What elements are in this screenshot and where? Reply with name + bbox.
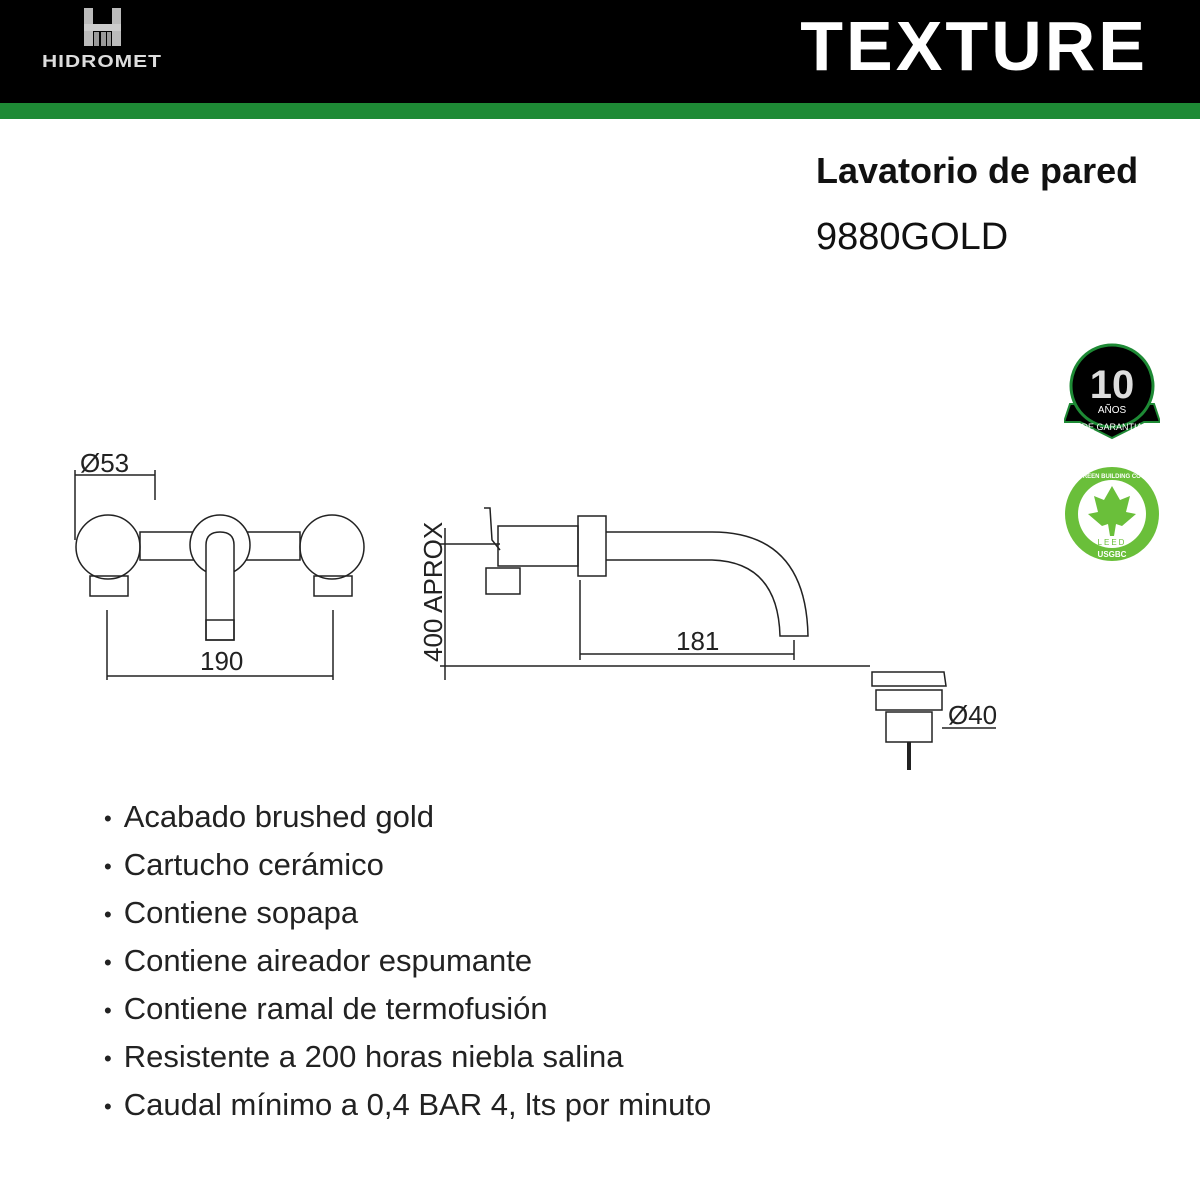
svg-text:USGBC: USGBC <box>1098 550 1127 559</box>
hidromet-logo: HIDROMET <box>14 8 190 74</box>
feature-item: Contiene aireador espumante <box>104 939 711 987</box>
brand-title: TEXTURE <box>800 7 1148 85</box>
svg-text:DE GARANTIA: DE GARANTIA <box>1081 422 1142 432</box>
svg-text:190: 190 <box>200 646 243 676</box>
feature-item: Contiene sopapa <box>104 891 711 939</box>
product-title: Lavatorio de pared <box>816 150 1139 191</box>
svg-text:LEED: LEED <box>1098 538 1127 547</box>
logo-text: HIDROMET <box>42 51 162 72</box>
svg-text:181: 181 <box>676 626 719 656</box>
header: HIDROMET TEXTURE <box>0 0 1200 103</box>
side-view: 400 APROX 181 <box>418 507 870 680</box>
feature-list: Acabado brushed gold Cartucho cerámico C… <box>104 795 712 1131</box>
svg-text:10: 10 <box>1090 363 1135 407</box>
svg-text:400 APROX: 400 APROX <box>418 522 448 662</box>
feature-item: Cartucho cerámico <box>104 843 711 891</box>
feature-item: Acabado brushed gold <box>104 795 711 843</box>
technical-drawing: Ø53 190 400 APROX 181 Ø40 <box>74 448 997 770</box>
green-divider <box>0 103 1200 119</box>
svg-text:U.S. GREEN BUILDING COUNCIL: U.S. GREEN BUILDING COUNCIL <box>1065 474 1160 480</box>
leed-badge: LEED USGBC U.S. GREEN BUILDING COUNCIL <box>1065 467 1160 561</box>
svg-text:Ø53: Ø53 <box>80 448 129 478</box>
product-code: 9880GOLD <box>816 216 1009 258</box>
feature-item: Caudal mínimo a 0,4 BAR 4, lts por minut… <box>104 1083 712 1131</box>
svg-text:Ø40: Ø40 <box>948 700 997 730</box>
svg-text:AÑOS: AÑOS <box>1098 403 1127 416</box>
front-view: Ø53 190 <box>74 448 365 680</box>
feature-item: Resistente a 200 horas niebla salina <box>104 1035 711 1083</box>
feature-item: Contiene ramal de termofusión <box>104 987 711 1035</box>
drain-view: Ø40 <box>871 671 997 770</box>
warranty-badge: 10 AÑOS DE GARANTIA <box>1064 343 1160 440</box>
